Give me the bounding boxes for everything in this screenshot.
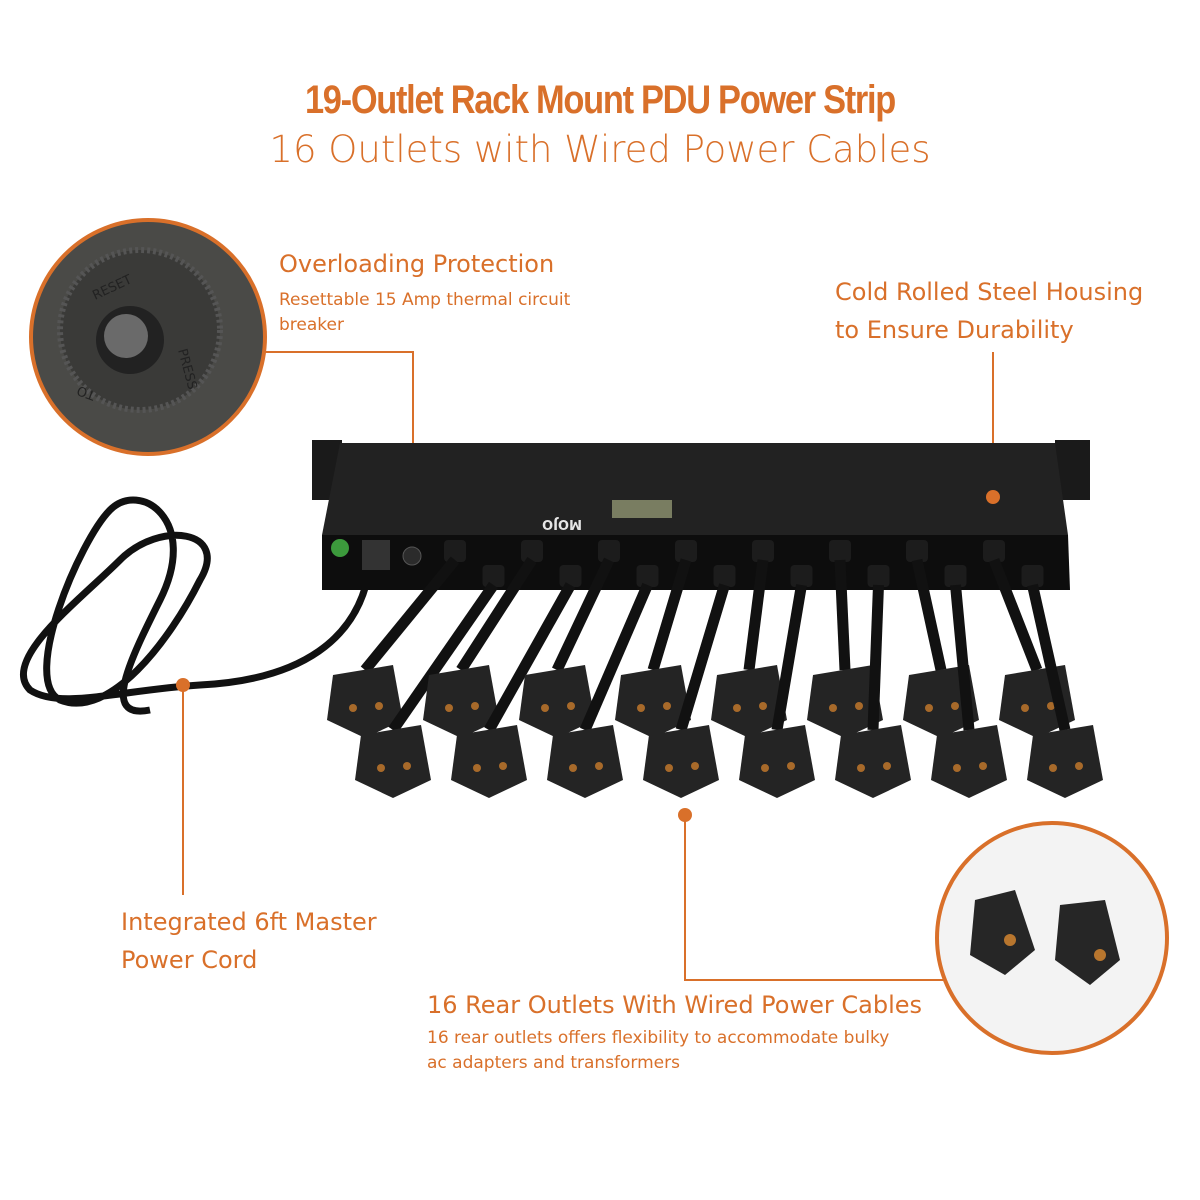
housing-heading-2: to Ensure Durability [835, 316, 1074, 344]
outlet-plug [355, 725, 431, 798]
outlets-text-2: ac adapters and transformers [427, 1053, 680, 1073]
outlet-cable [327, 540, 466, 738]
housing-dot [986, 490, 1000, 504]
reset-breaker-button [402, 546, 422, 566]
brand-label: MOJO [542, 516, 582, 531]
outlet-plug [615, 665, 691, 738]
outlet-plug [643, 725, 719, 798]
outlet-cable [615, 540, 697, 738]
outlet-cable [739, 565, 815, 798]
pdu-top-surface [322, 443, 1068, 535]
outlet-plug [931, 725, 1007, 798]
outlets-text-1: 16 rear outlets offers flexibility to ac… [427, 1028, 890, 1048]
page-title: 19-Outlet Rack Mount PDU Power Strip [304, 78, 896, 122]
outlet-cable [643, 565, 736, 798]
outlet-plug [1027, 725, 1103, 798]
outlets-leader-line [684, 815, 955, 981]
to-label: TO [75, 382, 98, 403]
outlet-cable [547, 565, 659, 798]
outlet-cable [807, 540, 883, 738]
outlet-plug [807, 665, 883, 738]
outlet-cable [519, 540, 620, 738]
outlet-cable [835, 565, 911, 798]
outlet-plug [327, 665, 403, 738]
power-inlet [362, 540, 390, 570]
outlet-cable [423, 540, 543, 738]
outlet-cable [451, 565, 582, 798]
outlets-dot [678, 808, 692, 822]
outlet-cables [327, 540, 1103, 798]
overload-text-1: Resettable 15 Amp thermal circuit [279, 290, 571, 310]
outlets-closeup [935, 821, 1169, 1055]
outlet-plug [739, 725, 815, 798]
outlet-plug [711, 665, 787, 738]
outlet-plug [451, 725, 527, 798]
cord-dot [176, 678, 190, 692]
cord-heading-1: Integrated 6ft Master [121, 908, 377, 936]
outlet-cable [931, 565, 1007, 798]
housing-heading-1: Cold Rolled Steel Housing [835, 278, 1144, 306]
outlet-plug [423, 665, 499, 738]
outlet-cable [355, 565, 505, 798]
power-cord [20, 496, 374, 715]
page-subtitle: 16 Outlets with Wired Power Cables [269, 128, 931, 171]
warning-label [612, 500, 672, 518]
breaker-closeup: RESET PRESS TO [29, 218, 267, 456]
overload-heading: Overloading Protection [279, 250, 555, 278]
outlet-plug [547, 725, 623, 798]
cord-heading-2: Power Cord [121, 946, 258, 974]
outlet-plug [835, 725, 911, 798]
outlet-cable [711, 540, 787, 738]
outlets-heading: 16 Rear Outlets With Wired Power Cables [427, 991, 923, 1019]
outlet-plug [519, 665, 595, 738]
outlet-cable [1021, 565, 1103, 798]
overload-text-2: breaker [279, 315, 344, 335]
ground-indicator [331, 539, 349, 557]
